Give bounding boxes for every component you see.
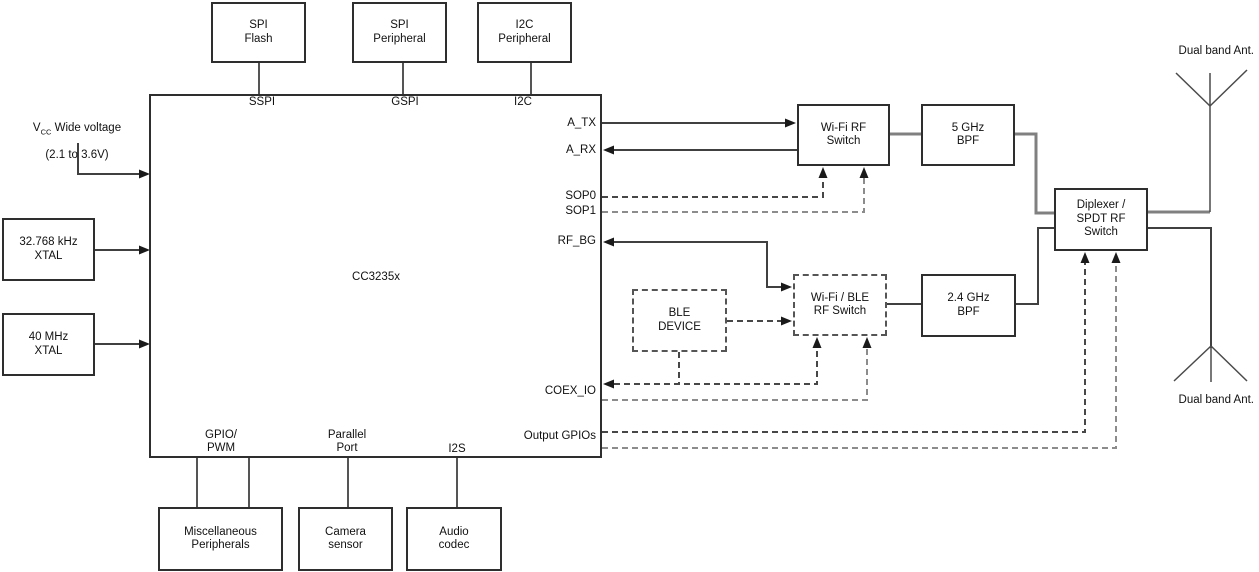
- arrowheads: [139, 118, 1121, 389]
- arrowhead-gpio2: [1111, 252, 1121, 263]
- arrowhead-sop1: [859, 167, 869, 178]
- wire-output-gpio2: [602, 263, 1117, 449]
- box-camera-sensor: Camera sensor: [298, 507, 393, 571]
- box-misc-peripherals-label: Miscellaneous Peripherals: [184, 525, 257, 552]
- box-wifi-rf-switch-label: Wi-Fi RF Switch: [820, 121, 867, 148]
- vcc-label: VCC Wide voltage (2.1 to 3.6V): [17, 109, 137, 175]
- box-diplexer: Diplexer / SPDT RF Switch: [1054, 188, 1148, 251]
- box-ble-device-label: BLE DEVICE: [658, 307, 701, 333]
- wire-coex2: [602, 348, 868, 401]
- pin-coex-io: COEX_IO: [544, 385, 596, 397]
- box-audio-codec-label: Audio codec: [438, 525, 470, 552]
- box-xtal-32k: 32.768 kHz XTAL: [2, 218, 95, 281]
- chip-title: CC3235x: [352, 271, 400, 283]
- arrowhead-coex-chip: [603, 379, 614, 389]
- box-5ghz-bpf: 5 GHz BPF: [921, 104, 1015, 166]
- pin-output-gpios: Output GPIOs: [523, 430, 596, 442]
- box-camera-sensor-label: Camera sensor: [325, 525, 366, 552]
- vcc-label-line1: VCC Wide voltage: [17, 122, 137, 136]
- wire-5bpf-to-diplexer: [1015, 132, 1054, 215]
- box-spi-flash: SPI Flash: [211, 2, 306, 63]
- dashed-dark-wires: [602, 178, 1086, 433]
- pin-i2s: I2S: [448, 443, 466, 455]
- wire-24bpf-to-diplexer: [1016, 227, 1054, 305]
- arrowhead-coex1: [812, 337, 822, 348]
- wire-vcc: [77, 143, 139, 175]
- arrowhead-xtal-40m: [139, 339, 150, 349]
- dual-band-antenna-top-icon: [1175, 69, 1248, 212]
- arrowhead-rf-bg-chip: [603, 237, 614, 247]
- box-diplexer-label: Diplexer / SPDT RF Switch: [1076, 199, 1126, 239]
- antenna-top-label: Dual band Ant.: [1178, 45, 1254, 57]
- box-xtal-32k-label: 32.768 kHz XTAL: [19, 236, 78, 262]
- box-5ghz-bpf-label: 5 GHz BPF: [951, 121, 985, 148]
- arrowhead-vcc: [139, 169, 150, 179]
- arrowhead-sop0: [818, 167, 828, 178]
- stub-connectors: [196, 63, 532, 507]
- vcc-symbol: V: [32, 122, 41, 134]
- box-xtal-40m-label: 40 MHz XTAL: [28, 331, 69, 357]
- antenna-bottom-arm-left: [1173, 345, 1212, 382]
- box-wifi-ble-rf-switch-label: Wi-Fi / BLE RF Switch: [810, 291, 870, 318]
- box-cc3235x-chip: [149, 94, 602, 458]
- dashed-gray-wires: [602, 178, 1117, 449]
- pin-gspi: GSPI: [391, 96, 419, 108]
- box-xtal-40m: 40 MHz XTAL: [2, 313, 95, 376]
- wire-output-gpio1: [602, 263, 1086, 433]
- antenna-top-arm-right: [1209, 69, 1248, 107]
- pin-parallel-port: Parallel Port: [327, 429, 367, 454]
- pin-sop0: SOP0: [565, 190, 596, 202]
- arrowhead-rf-bg-switch: [781, 282, 792, 292]
- rf-5ghz-path: [890, 132, 1210, 215]
- antenna-top-arm-left: [1175, 72, 1211, 107]
- box-spi-flash-label: SPI Flash: [244, 19, 273, 45]
- wire-rf-bg: [614, 241, 781, 288]
- pin-a-rx: A_RX: [565, 144, 596, 156]
- pin-i2c: I2C: [514, 96, 532, 108]
- box-misc-peripherals: Miscellaneous Peripherals: [158, 507, 283, 571]
- box-i2c-peripheral-label: I2C Peripheral: [498, 19, 551, 45]
- box-spi-peripheral-label: SPI Peripheral: [373, 19, 426, 45]
- vcc-label-line2: (2.1 to 3.6V): [45, 148, 109, 161]
- pin-rf-bg: RF_BG: [557, 235, 596, 247]
- box-spi-peripheral: SPI Peripheral: [352, 2, 447, 63]
- wire-coex1: [614, 348, 818, 385]
- box-wifi-ble-rf-switch: Wi-Fi / BLE RF Switch: [793, 274, 887, 336]
- pin-sop1: SOP1: [565, 205, 596, 217]
- box-wifi-rf-switch: Wi-Fi RF Switch: [797, 104, 890, 166]
- box-i2c-peripheral: I2C Peripheral: [477, 2, 572, 63]
- box-audio-codec: Audio codec: [406, 507, 502, 571]
- arrowhead-gpio1: [1080, 252, 1090, 263]
- box-24ghz-bpf: 2.4 GHz BPF: [921, 274, 1016, 337]
- antenna-bottom-arm-right: [1210, 345, 1248, 382]
- vcc-text: Wide voltage: [54, 122, 122, 134]
- pin-sspi: SSPI: [248, 96, 276, 108]
- box-24ghz-bpf-label: 2.4 GHz BPF: [947, 292, 990, 318]
- wire-sop0: [602, 178, 824, 198]
- arrowhead-xtal-32k: [139, 245, 150, 255]
- dual-band-antenna-bottom-icon: [1173, 345, 1248, 382]
- box-ble-device: BLE DEVICE: [632, 289, 727, 352]
- pin-a-tx: A_TX: [567, 117, 596, 129]
- antenna-bottom-label: Dual band Ant.: [1178, 394, 1254, 406]
- arrowhead-a-rx: [603, 145, 614, 155]
- wire-sop1: [602, 178, 865, 213]
- arrowhead-a-tx: [785, 118, 796, 128]
- vcc-subscript: CC: [40, 127, 52, 137]
- arrowhead-ble: [781, 316, 792, 326]
- arrowhead-coex2: [862, 337, 872, 348]
- pin-gpio-pwm: GPIO/ PWM: [205, 429, 237, 454]
- wire-diplexer-to-bottom-antenna: [1148, 227, 1212, 348]
